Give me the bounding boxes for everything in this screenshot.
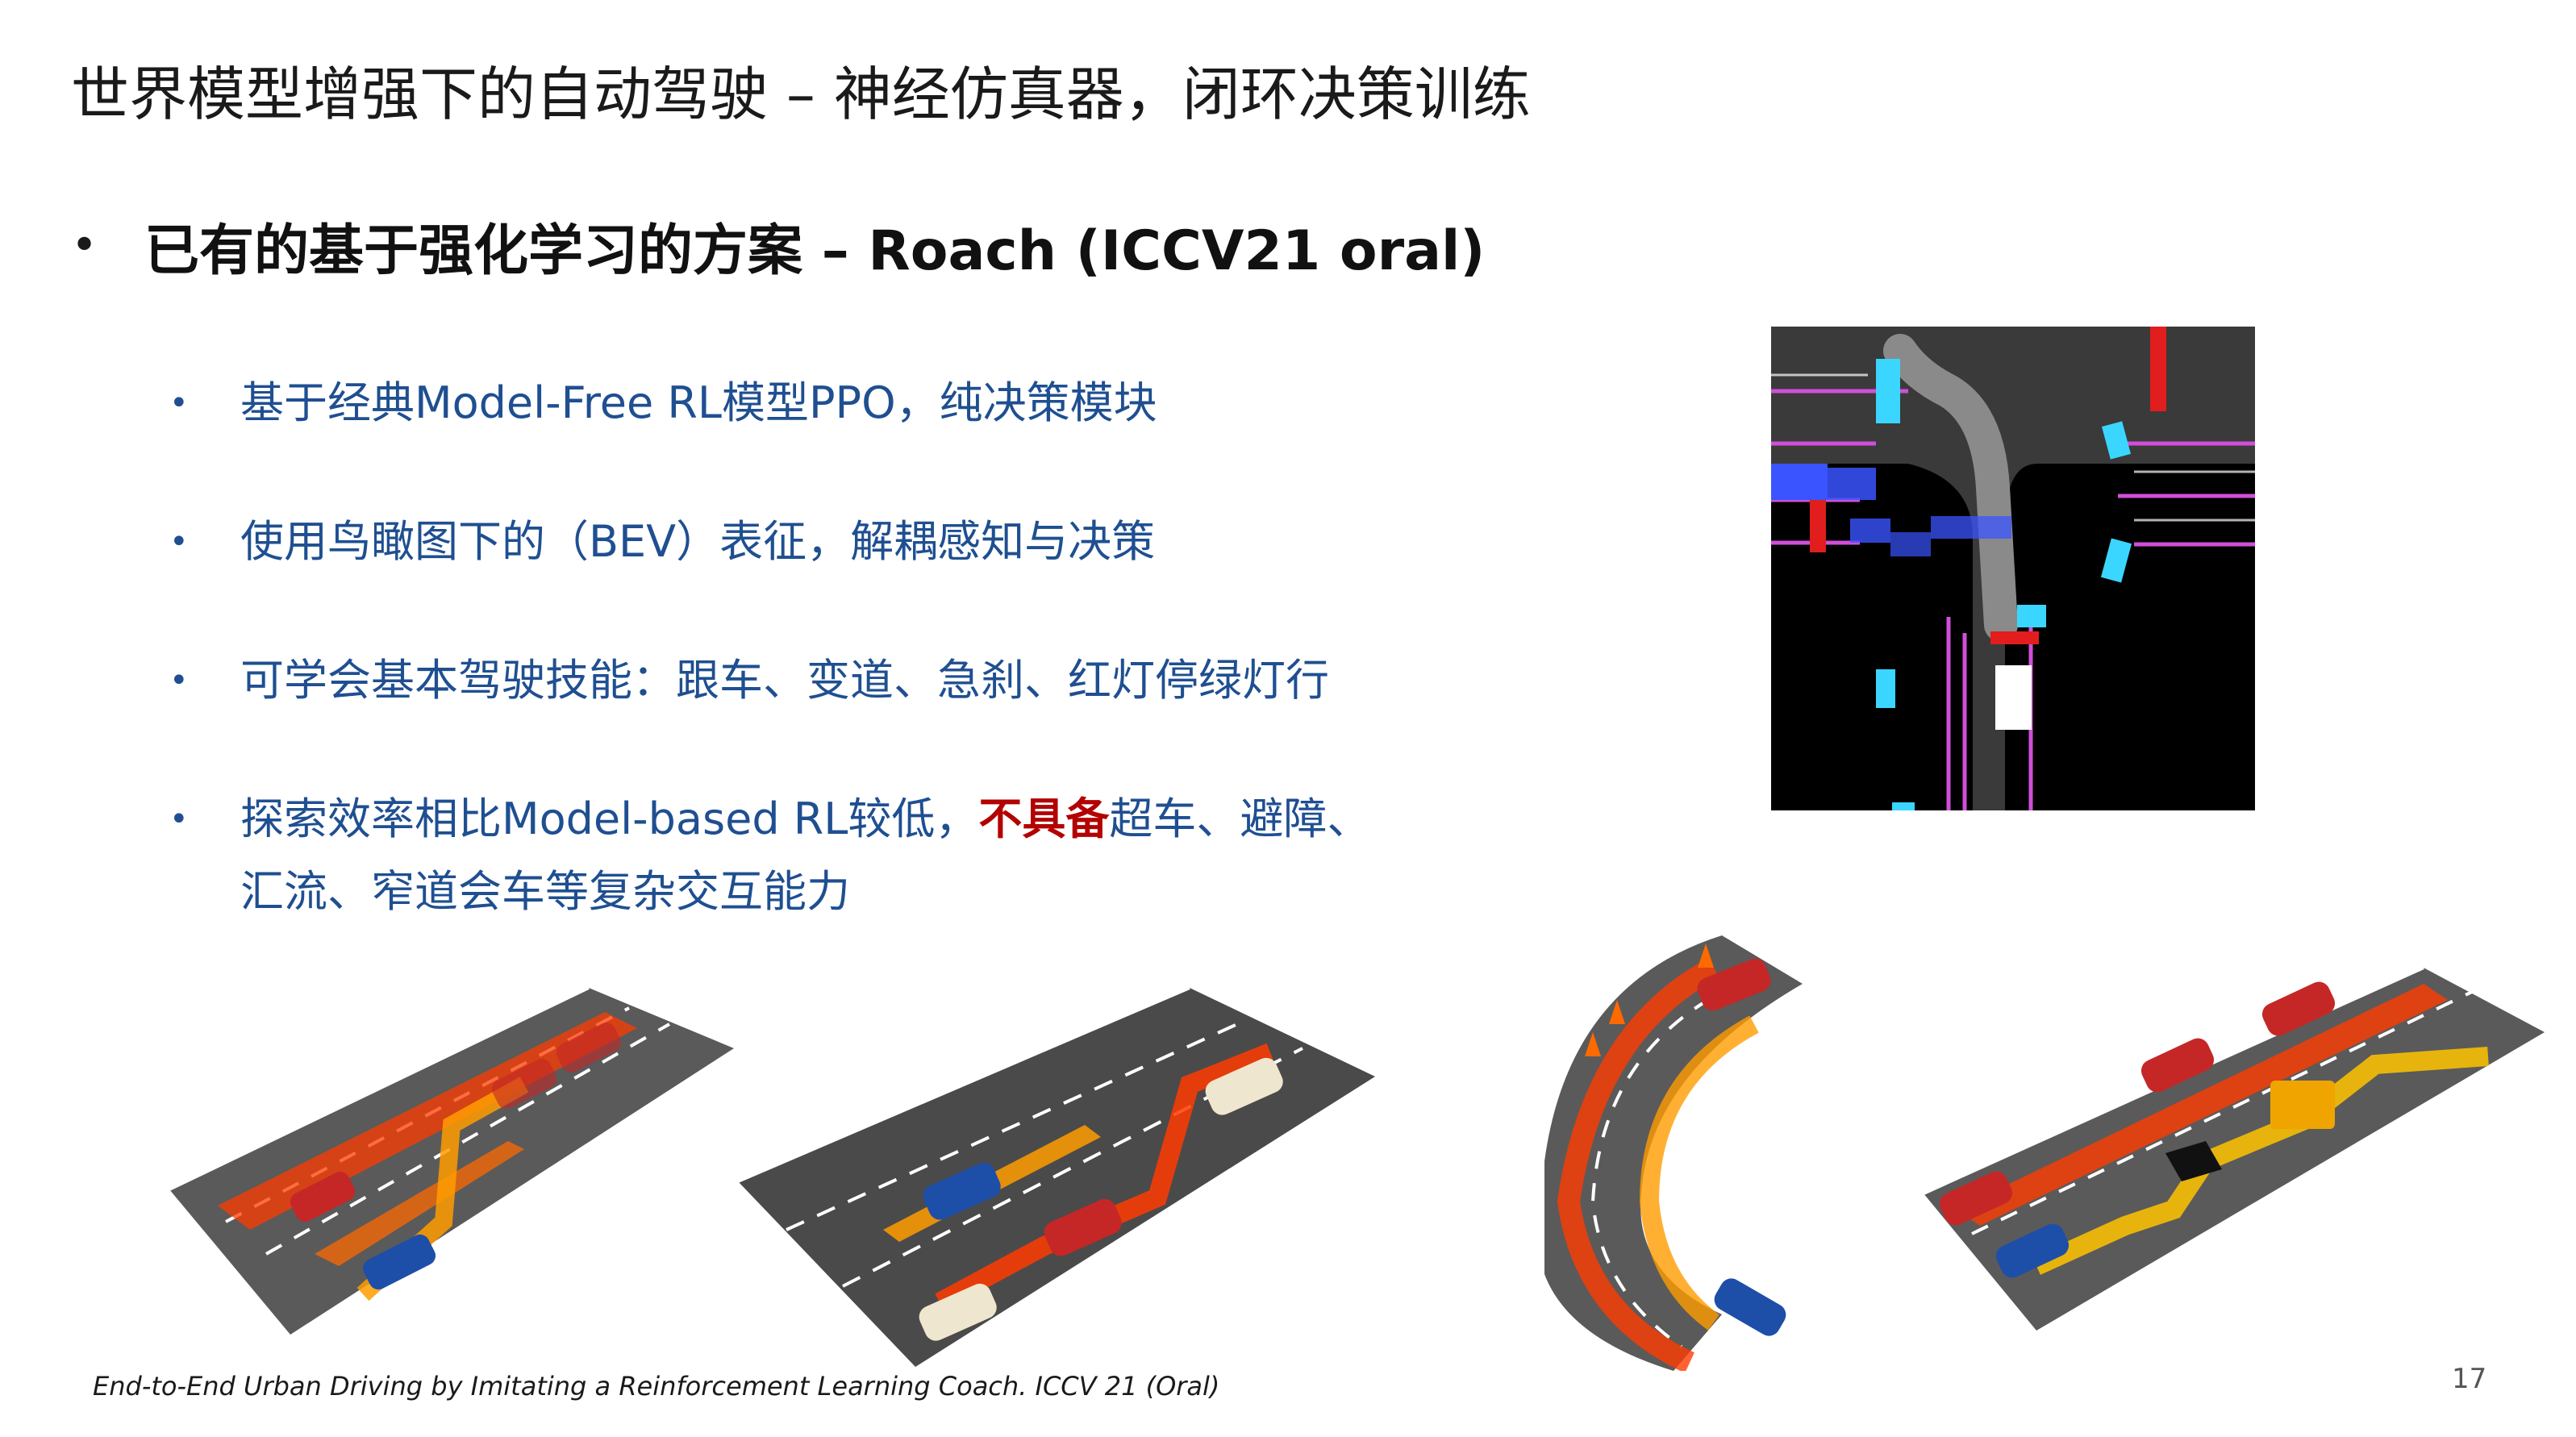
bullet-dot: • [169,385,189,422]
merge-scene-image [169,988,734,1335]
main-bullet: • 已有的基于强化学习的方案 – Roach (ICCV21 oral) [71,206,1485,285]
bullet-dot: • [169,662,189,699]
overtake-scene-image [738,988,1375,1367]
bullet-highlight: 不具备 [978,793,1110,844]
bullet-text: 使用鸟瞰图下的（BEV）表征，解耦感知与决策 [240,516,1156,567]
bullet-text: 基于经典Model-Free RL模型PPO，纯决策模块 [240,377,1157,428]
bullet-text-part: 探索效率相比Model-based RL较低， [240,793,979,844]
citation-footnote: End-to-End Urban Driving by Imitating a … [93,1371,1220,1402]
bullet-dot: • [71,219,98,272]
curve-scene-image [1544,935,1803,1371]
bullet-text-multiline: 探索效率相比Model-based RL较低，不具备超车、避障、 汇流、窄道会车… [240,783,1370,928]
bullet-text-part: 汇流、窄道会车等复杂交互能力 [240,866,850,917]
bullet-text: 可学会基本驾驶技能：跟车、变道、急刹、红灯停绿灯行 [240,655,1329,706]
bev-map-image [1771,327,2255,810]
bullet-item: • 基于经典Model-Free RL模型PPO，纯决策模块 [169,367,1157,439]
slide-title: 世界模型增强下的自动驾驶 – 神经仿真器，闭环决策训练 [71,60,1531,128]
page-number: 17 [2452,1363,2487,1395]
bullet-dot: • [169,523,189,560]
bullet-dot: • [169,801,189,838]
bullet-item: • 可学会基本驾驶技能：跟车、变道、急刹、红灯停绿灯行 [169,644,1329,717]
obstacle-scene-image [1924,968,2545,1331]
bullet-item: • 使用鸟瞰图下的（BEV）表征，解耦感知与决策 [169,506,1155,578]
main-bullet-text: 已有的基于强化学习的方案 – Roach (ICCV21 oral) [144,219,1486,283]
bullet-item: • 探索效率相比Model-based RL较低，不具备超车、避障、 汇流、窄道… [169,783,1370,928]
bullet-text-part: 超车、避障、 [1109,793,1371,844]
